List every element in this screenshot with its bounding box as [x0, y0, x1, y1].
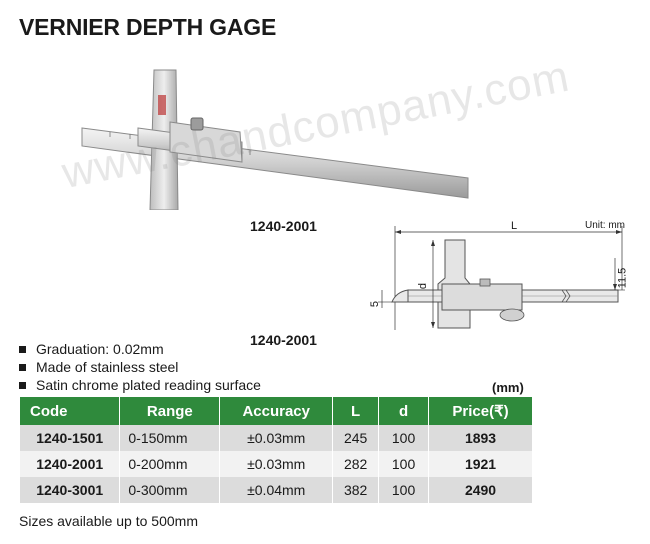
header-range: Range: [119, 397, 221, 425]
table-header-row: Code Range Accuracy L d Price(₹): [20, 397, 533, 425]
cell-d: 100: [378, 451, 430, 477]
table-row: 1240-2001 0-200mm ±0.03mm 282 100 1921: [20, 451, 533, 477]
cell-code: 1240-3001: [20, 477, 121, 503]
feature-item: Graduation: 0.02mm: [19, 340, 261, 358]
cell-L: 382: [332, 477, 380, 503]
cell-range: 0-300mm: [119, 477, 221, 503]
dim-11-5-label: 11.5: [616, 267, 629, 289]
diagram-model-label: 1240-2001: [250, 332, 317, 348]
dim-d-label: d: [417, 282, 430, 290]
bullet-icon: [19, 363, 26, 371]
dimension-diagram: [378, 226, 625, 330]
footnote: Sizes available up to 500mm: [19, 513, 198, 529]
page-title: VERNIER DEPTH GAGE: [19, 14, 277, 40]
bullet-icon: [19, 381, 26, 389]
spec-table: Code Range Accuracy L d Price(₹) 1240-15…: [20, 397, 533, 503]
dim-5-label: 5: [369, 300, 382, 308]
cell-L: 245: [332, 425, 380, 451]
cell-range: 0-200mm: [119, 451, 221, 477]
header-d: d: [378, 397, 430, 425]
header-L: L: [332, 397, 380, 425]
cell-code: 1240-1501: [20, 425, 121, 451]
table-unit-label: (mm): [492, 380, 524, 395]
cell-d: 100: [378, 477, 430, 503]
table-row: 1240-3001 0-300mm ±0.04mm 382 100 2490: [20, 477, 533, 503]
cell-accuracy: ±0.03mm: [219, 451, 334, 477]
cell-code: 1240-2001: [20, 451, 121, 477]
cell-price: 1893: [428, 425, 533, 451]
photo-model-label: 1240-2001: [250, 218, 317, 234]
cell-price: 1921: [428, 451, 533, 477]
cell-d: 100: [378, 425, 430, 451]
dim-L-label: L: [511, 220, 518, 232]
feature-item: Satin chrome plated reading surface: [19, 376, 261, 394]
header-accuracy: Accuracy: [219, 397, 334, 425]
cell-accuracy: ±0.03mm: [219, 425, 334, 451]
header-code: Code: [20, 397, 121, 425]
feature-item: Made of stainless steel: [19, 358, 261, 376]
feature-list: Graduation: 0.02mm Made of stainless ste…: [19, 340, 261, 394]
header-price: Price(₹): [428, 397, 533, 425]
unit-label: Unit: mm: [585, 220, 625, 231]
depth-gage-photo: [81, 69, 469, 210]
bullet-icon: [19, 345, 26, 353]
cell-L: 282: [332, 451, 380, 477]
table-row: 1240-1501 0-150mm ±0.03mm 245 100 1893: [20, 425, 533, 451]
cell-range: 0-150mm: [119, 425, 221, 451]
cell-price: 2490: [428, 477, 533, 503]
cell-accuracy: ±0.04mm: [219, 477, 334, 503]
